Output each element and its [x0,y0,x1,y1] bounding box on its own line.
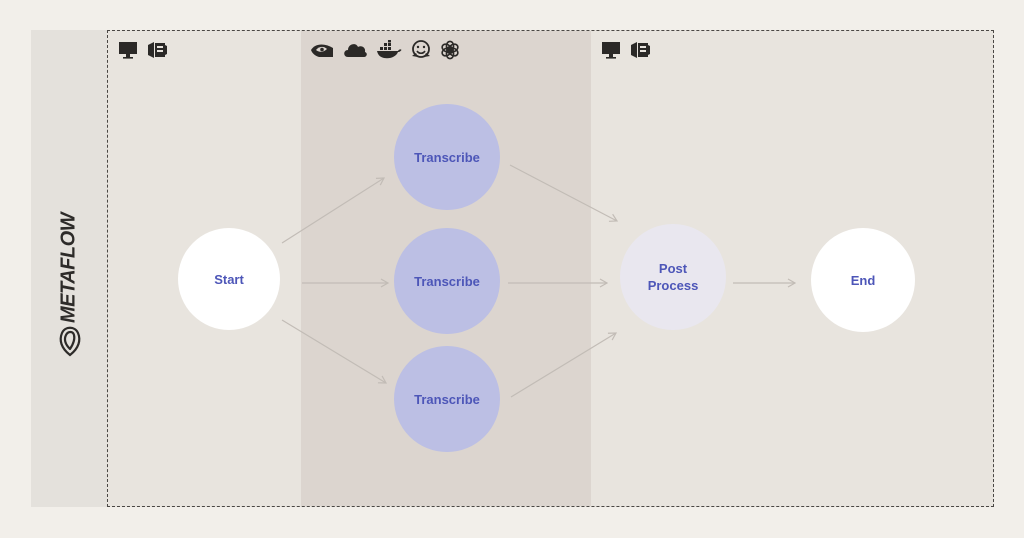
post-process-node: Post Process [620,224,726,330]
arrow-start-to-transcribe-bottom [281,319,388,384]
monitor-icon [602,42,620,59]
transcribe-label: Transcribe [414,149,480,165]
arrow-start-to-transcribe-top [281,177,386,244]
post-process-label: Post Process [647,261,699,293]
start-node: Start [178,228,280,330]
transcribe-label: Transcribe [414,391,480,407]
transcribe-node-middle: Transcribe [394,228,500,334]
metaflow-brand: METAFLOW [37,198,101,378]
left-stage-icons [118,40,168,60]
transcribe-node-top: Transcribe [394,104,500,210]
monitor-icon [119,42,137,59]
right-stage-icons [601,40,651,60]
transcribe-node-bottom: Transcribe [394,346,500,452]
cloud-icon [344,44,367,57]
middle-stage-icons [310,40,460,60]
arrow-transcribe-bottom-to-post-process [510,332,618,398]
transcribe-label: Transcribe [414,273,480,289]
arrow-transcribe-top-to-post-process [509,164,619,222]
server-icon [148,42,167,58]
end-label: End [850,272,876,288]
nvidia-icon [311,44,333,57]
end-node: End [811,228,915,332]
hugging-face-icon [412,40,430,58]
sidebar [31,30,107,507]
start-label: Start [214,271,244,287]
openai-icon [441,40,459,60]
docker-icon [377,40,402,59]
metaflow-logo-icon [59,326,81,357]
server-icon [631,42,650,58]
